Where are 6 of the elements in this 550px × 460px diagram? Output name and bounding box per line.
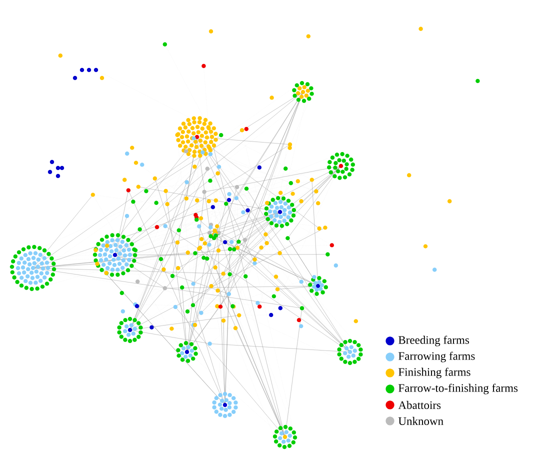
legend-label: Farrowing farms (398, 352, 475, 362)
legend-label: Breeding farms (398, 336, 469, 346)
legend-label: Abattoirs (398, 400, 441, 410)
legend-label: Unknown (398, 416, 444, 426)
legend-label: Farrow-to-finishing farms (398, 384, 518, 394)
legend-label: Finishing farms (398, 368, 470, 378)
